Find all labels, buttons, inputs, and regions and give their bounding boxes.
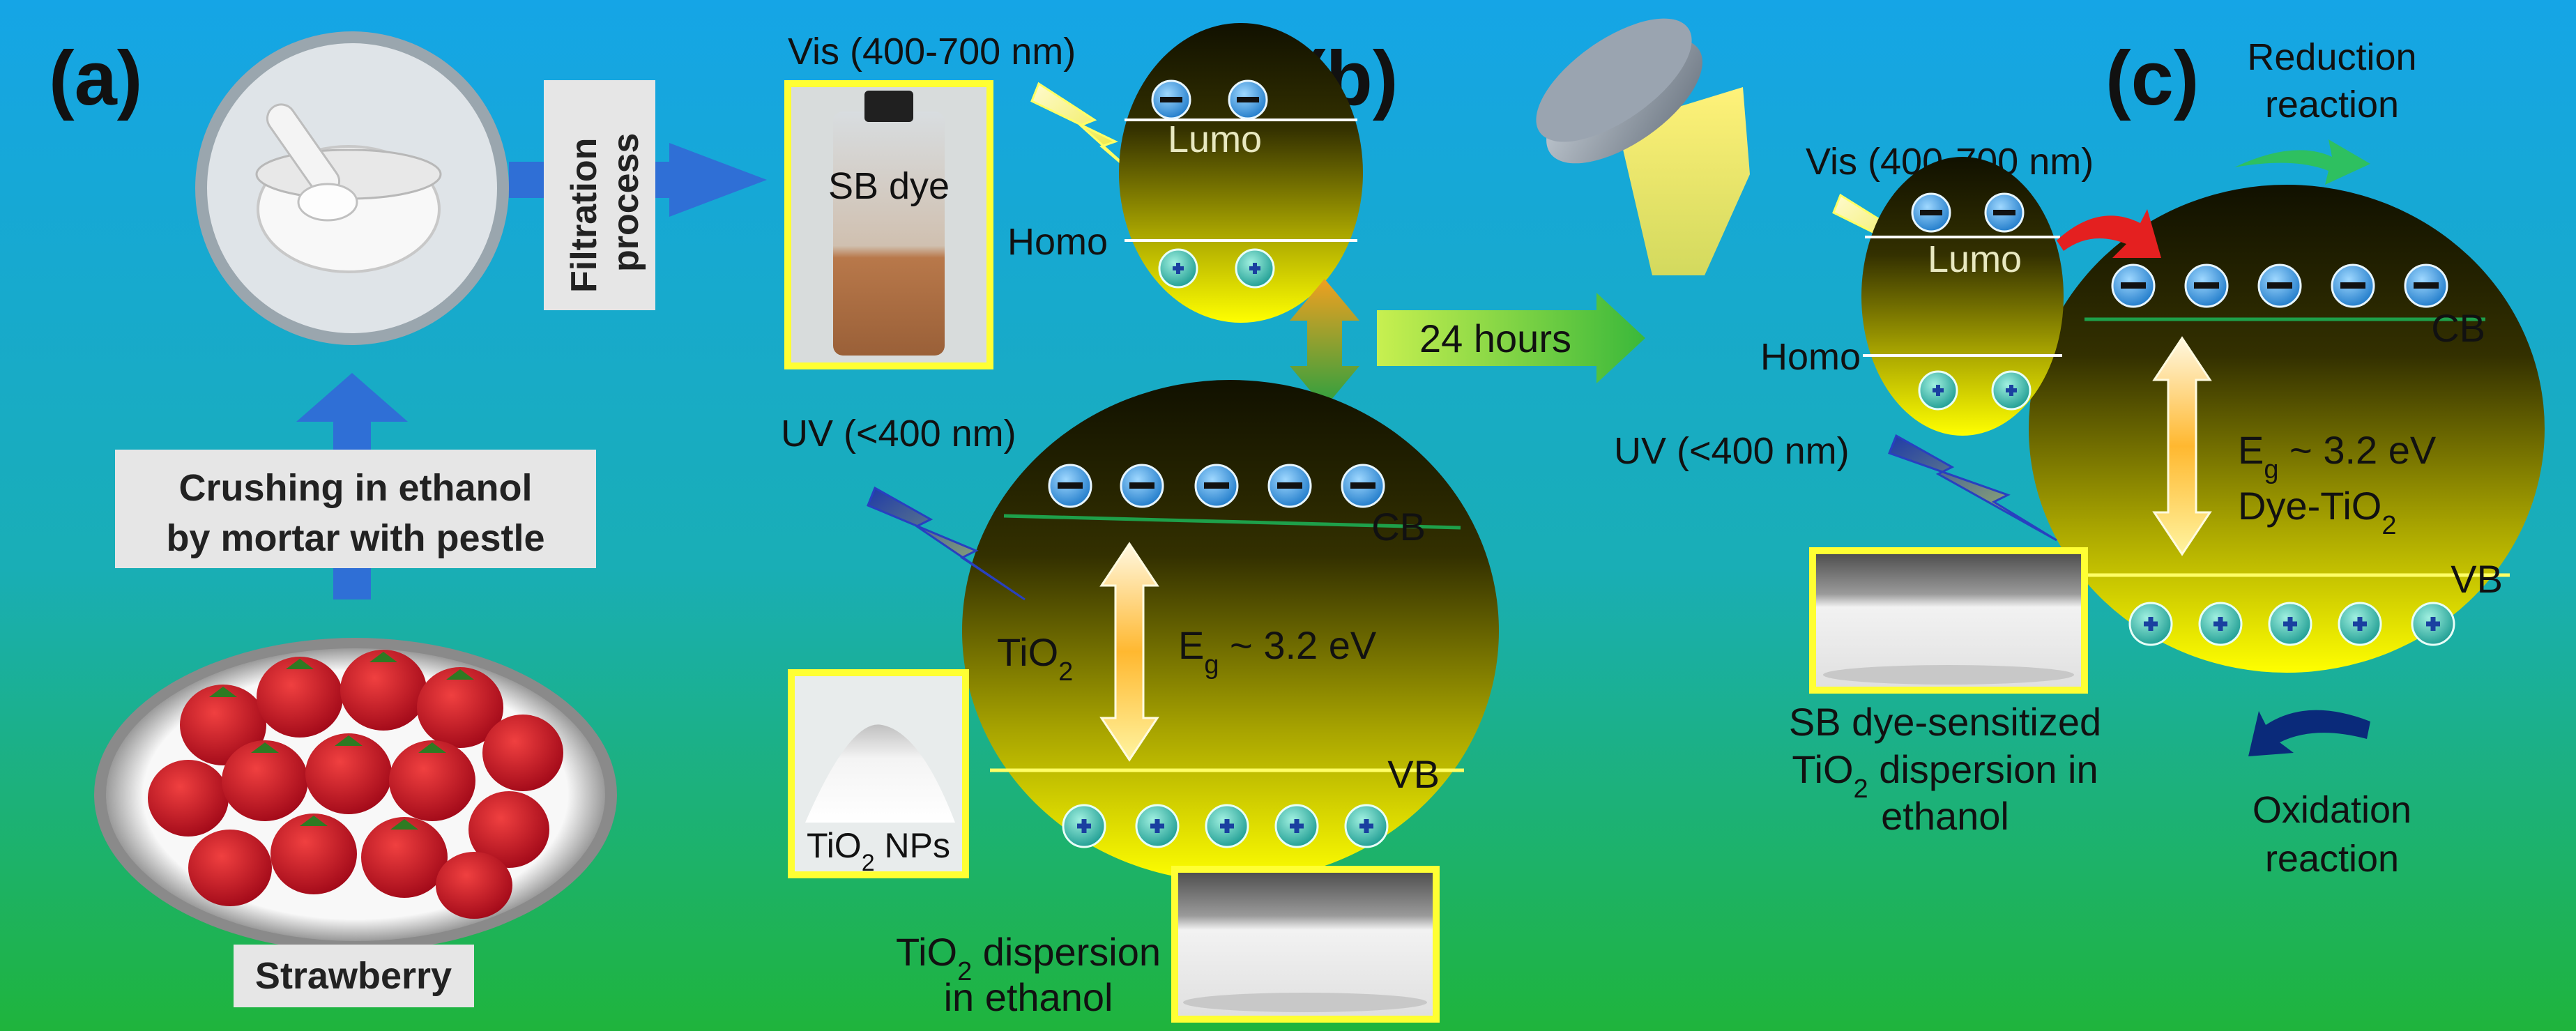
- oxidation-label-line2: reaction: [2265, 838, 2399, 880]
- tio2-nps-image: TiO2 NPs: [788, 669, 969, 878]
- lumo-label-c: Lumo: [1928, 238, 2022, 280]
- crushing-line1: Crushing in ethanol: [179, 467, 533, 509]
- hole-icon: [2128, 602, 2173, 646]
- sb-sensitized-label-line3: ethanol: [1881, 794, 2009, 838]
- filtration-line2: process: [606, 133, 646, 272]
- eg-label-b: Eg ~ 3.2 eV: [1178, 623, 1377, 680]
- hole-icon: [1991, 370, 2032, 411]
- vis-label-b: Vis (400-700 nm): [788, 31, 1076, 72]
- uv-label-b: UV (<400 nm): [781, 413, 1016, 455]
- sb-sensitized-label-line1: SB dye-sensitized: [1789, 700, 2101, 744]
- hole-icon: [1274, 804, 1319, 848]
- crushing-label-box: Crushing in ethanol by mortar with pestl…: [115, 450, 596, 568]
- tio2-dispersion-label-line1: TiO2 dispersion: [896, 930, 1161, 986]
- hole-icon: [1918, 370, 1958, 411]
- panel-label-c: (c): [2105, 36, 2199, 121]
- hole-icon: [1344, 804, 1389, 848]
- double-arrow-dye-tio2: [1290, 279, 1359, 408]
- hole-icon: [1235, 248, 1275, 289]
- homo-label-c: Homo: [1760, 336, 1861, 378]
- hole-icon: [2198, 602, 2243, 646]
- oxidation-label-line1: Oxidation: [2253, 789, 2411, 831]
- electron-icon: [1267, 464, 1312, 508]
- strawberry-label: Strawberry: [255, 955, 452, 997]
- arrow-24-hours: [1377, 293, 1645, 383]
- tio2-label-b: TiO2: [997, 630, 1073, 687]
- light-source-lamp: [1536, 18, 1750, 275]
- dye-tio2-band-ball-c: [2029, 185, 2545, 673]
- electron-icon: [1194, 464, 1239, 508]
- uv-label-c: UV (<400 nm): [1614, 430, 1850, 472]
- electron-icon: [1120, 464, 1164, 508]
- reduction-label-line1: Reduction: [2247, 36, 2416, 78]
- vb-label-c: VB: [2451, 557, 2503, 601]
- hole-icon: [1205, 804, 1249, 848]
- hole-icon: [1158, 248, 1198, 289]
- cb-label-b: CB: [1371, 505, 1426, 549]
- sb-dye-label: SB dye: [828, 165, 950, 207]
- hole-icon: [1062, 804, 1106, 848]
- sb-sensitized-label-line2: TiO2 dispersion in: [1792, 747, 2098, 804]
- homo-label-b: Homo: [1007, 221, 1108, 263]
- crushing-line2: by mortar with pestle: [166, 517, 544, 559]
- dye-tio2-label: Dye-TiO2: [2238, 484, 2397, 540]
- hole-icon: [2338, 602, 2382, 646]
- hole-icon: [2268, 602, 2312, 646]
- uv-light-bolt-c: [1888, 434, 2057, 542]
- electron-icon: [2257, 264, 2302, 308]
- electron-icon: [1341, 464, 1385, 508]
- electron-icon: [2404, 264, 2448, 308]
- sb-dye-bottle-image: SB dye: [784, 80, 993, 369]
- electron-icon: [1151, 79, 1191, 120]
- cb-label-c: CB: [2431, 306, 2485, 350]
- panel-label-a: (a): [49, 36, 142, 121]
- vb-label-b: VB: [1387, 752, 1440, 796]
- tio2-dispersion-label-line2: in ethanol: [944, 975, 1113, 1019]
- reduction-label-line2: reaction: [2265, 84, 2399, 125]
- electron-icon: [2184, 264, 2229, 308]
- electron-icon: [1228, 79, 1268, 120]
- tio2-dispersion-image: [1171, 866, 1440, 1023]
- sb-dye-sensitized-dispersion-image: [1809, 547, 2088, 694]
- tio2-nps-label: TiO2 NPs: [807, 826, 950, 876]
- hole-icon: [1135, 804, 1180, 848]
- mortar-pestle-image: [195, 31, 509, 345]
- electron-injection-arrow: [2057, 209, 2161, 258]
- reduction-arrow: [2234, 139, 2370, 185]
- electron-icon: [1984, 192, 2025, 233]
- hours-label: 24 hours: [1419, 316, 1571, 360]
- filtration-line1: Filtration: [564, 138, 604, 293]
- strawberry-image: [94, 638, 617, 952]
- dye-orbital-ball-c: [1861, 157, 2064, 436]
- lumo-label-b: Lumo: [1168, 119, 1262, 160]
- hole-icon: [2411, 602, 2455, 646]
- electron-icon: [2111, 264, 2156, 308]
- strawberry-label-box: [234, 945, 474, 1007]
- electron-icon: [2331, 264, 2375, 308]
- eg-label-c: Eg ~ 3.2 eV: [2238, 428, 2437, 484]
- filtration-label-box: Filtration process: [544, 80, 655, 310]
- oxidation-arrow: [2248, 710, 2370, 756]
- electron-icon: [1048, 464, 1092, 508]
- electron-icon: [1911, 192, 1951, 233]
- uv-light-bolt-b: [867, 486, 1026, 601]
